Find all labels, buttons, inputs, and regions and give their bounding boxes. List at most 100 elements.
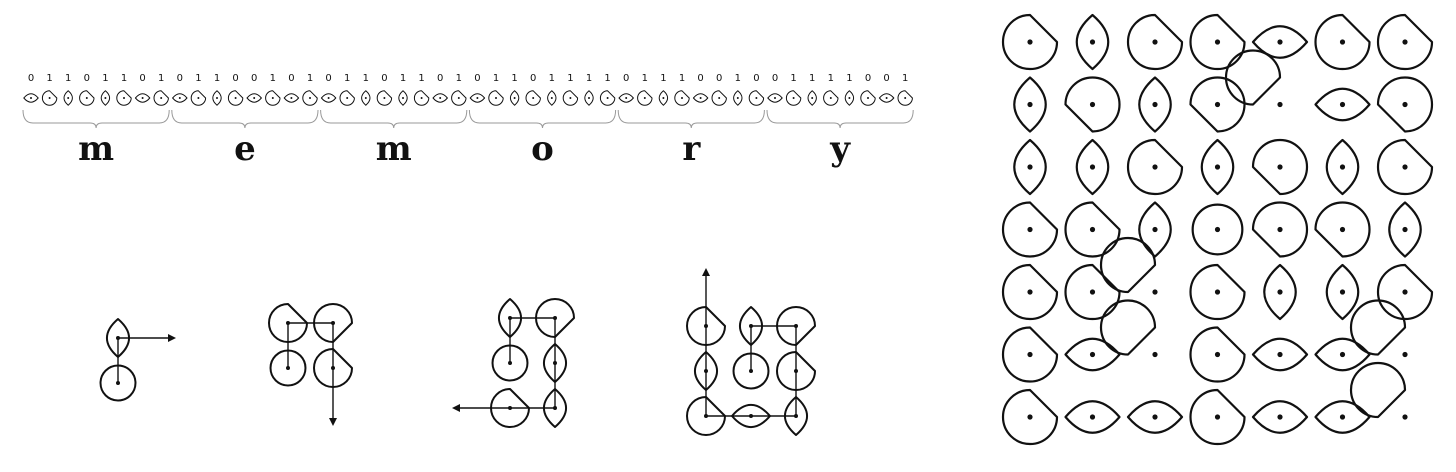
leaf-horizontal-glyph bbox=[767, 93, 783, 103]
bit-label: 1 bbox=[586, 73, 592, 84]
center-dot bbox=[774, 97, 776, 99]
center-dot bbox=[1402, 414, 1408, 420]
center-dot bbox=[1152, 101, 1158, 108]
bit-label: 0 bbox=[753, 73, 759, 84]
center-dot bbox=[1402, 351, 1408, 358]
bit-label: 1 bbox=[809, 73, 815, 84]
letter-m: m bbox=[78, 129, 114, 169]
bit-label: 1 bbox=[46, 73, 52, 84]
grid-glyph bbox=[1314, 400, 1371, 434]
center-dot bbox=[402, 97, 404, 99]
drop-top-right-glyph bbox=[451, 90, 467, 106]
center-dot bbox=[606, 97, 609, 99]
center-dot bbox=[662, 97, 665, 99]
step-arrow-head bbox=[452, 404, 460, 412]
circle-glyph bbox=[1191, 203, 1244, 256]
drop-bottom-left-glyph bbox=[1251, 201, 1309, 258]
bit-label: 1 bbox=[604, 73, 610, 84]
leaf-horizontal-glyph bbox=[1064, 337, 1121, 372]
bit-glyph bbox=[23, 93, 39, 103]
center-dot bbox=[1152, 414, 1158, 420]
bit-glyph bbox=[283, 93, 300, 103]
grid-glyph bbox=[1013, 76, 1047, 133]
bit-glyph bbox=[79, 90, 95, 106]
center-dot bbox=[1027, 164, 1033, 170]
bit-glyph bbox=[785, 90, 802, 106]
drop-bottom-left-glyph bbox=[1189, 76, 1246, 133]
bit-glyph bbox=[618, 93, 634, 103]
drop-top-right-glyph bbox=[785, 90, 802, 106]
center-dot bbox=[1339, 289, 1346, 295]
drop-bottom-right-glyph bbox=[313, 303, 353, 343]
leaf-horizontal-glyph bbox=[134, 93, 151, 103]
center-dot bbox=[811, 97, 814, 99]
drop-top-right-glyph bbox=[1001, 326, 1059, 383]
center-dot bbox=[327, 97, 330, 99]
center-dot bbox=[1402, 164, 1408, 170]
bit-glyph bbox=[361, 90, 371, 106]
drop-top-right-glyph bbox=[1189, 388, 1246, 446]
leaf-vertical-glyph bbox=[1138, 76, 1172, 133]
bit-glyph bbox=[658, 90, 669, 106]
grid-glyph bbox=[1001, 326, 1059, 383]
grid-glyph bbox=[1138, 201, 1172, 258]
drop-top-left-glyph bbox=[1099, 236, 1157, 294]
grid-glyph bbox=[1376, 138, 1434, 196]
letter-e: e bbox=[234, 129, 256, 169]
center-dot bbox=[234, 97, 237, 99]
center-dot bbox=[476, 97, 479, 99]
grid-glyph bbox=[1001, 263, 1059, 321]
bit-glyph bbox=[525, 90, 541, 106]
letter-r: r bbox=[682, 129, 701, 169]
bit-label: 1 bbox=[121, 73, 127, 84]
leaf-vertical-glyph bbox=[1075, 138, 1110, 196]
bit-label: 0 bbox=[381, 73, 387, 84]
leaf-vertical-glyph bbox=[1075, 13, 1110, 71]
bit-label: 1 bbox=[493, 73, 499, 84]
bit-label: 1 bbox=[418, 73, 424, 84]
grid-glyph bbox=[1189, 263, 1246, 321]
bit-label: 0 bbox=[623, 73, 629, 84]
bit-glyph bbox=[599, 90, 616, 106]
leaf-vertical-glyph bbox=[361, 90, 371, 106]
bit-glyph bbox=[488, 90, 504, 106]
construction-steps bbox=[99, 268, 816, 436]
drop-top-right-glyph bbox=[116, 90, 132, 106]
bit-glyph bbox=[897, 90, 913, 106]
letter-y: y bbox=[829, 129, 851, 169]
center-dot bbox=[1339, 226, 1346, 233]
bit-glyph bbox=[878, 93, 895, 103]
bit-glyph bbox=[692, 93, 709, 103]
leaf-vertical-glyph bbox=[398, 90, 408, 106]
center-dot bbox=[30, 97, 32, 99]
center-dot bbox=[681, 97, 683, 99]
bit-glyph bbox=[584, 90, 594, 106]
center-dot bbox=[588, 97, 590, 99]
center-dot bbox=[848, 97, 851, 99]
bit-glyph bbox=[376, 90, 393, 106]
center-dot bbox=[383, 97, 386, 99]
bit-label: 1 bbox=[660, 73, 666, 84]
drop-top-right-glyph bbox=[1376, 138, 1434, 196]
bit-label: 1 bbox=[363, 73, 369, 84]
grid-glyph bbox=[1189, 326, 1246, 383]
center-dot bbox=[1339, 164, 1346, 170]
byte-bracket bbox=[171, 109, 319, 129]
drop-top-right-glyph bbox=[674, 90, 690, 106]
grid-glyph bbox=[1376, 13, 1434, 71]
grid-glyph bbox=[1314, 337, 1371, 372]
leaf-horizontal-glyph bbox=[1251, 337, 1309, 372]
drop-top-right-glyph bbox=[41, 90, 58, 106]
leaf-horizontal-glyph bbox=[23, 93, 39, 103]
construction-step-4 bbox=[686, 268, 816, 436]
drop-top-right-glyph bbox=[376, 90, 393, 106]
center-dot bbox=[1277, 414, 1283, 420]
bit-label: 0 bbox=[697, 73, 703, 84]
drop-top-right-glyph bbox=[339, 90, 355, 106]
leaf-horizontal-glyph bbox=[1314, 87, 1371, 122]
bit-label: 1 bbox=[65, 73, 71, 84]
grid-glyph bbox=[1064, 337, 1121, 372]
center-dot bbox=[1027, 226, 1033, 233]
leaf-vertical-glyph bbox=[509, 90, 520, 106]
